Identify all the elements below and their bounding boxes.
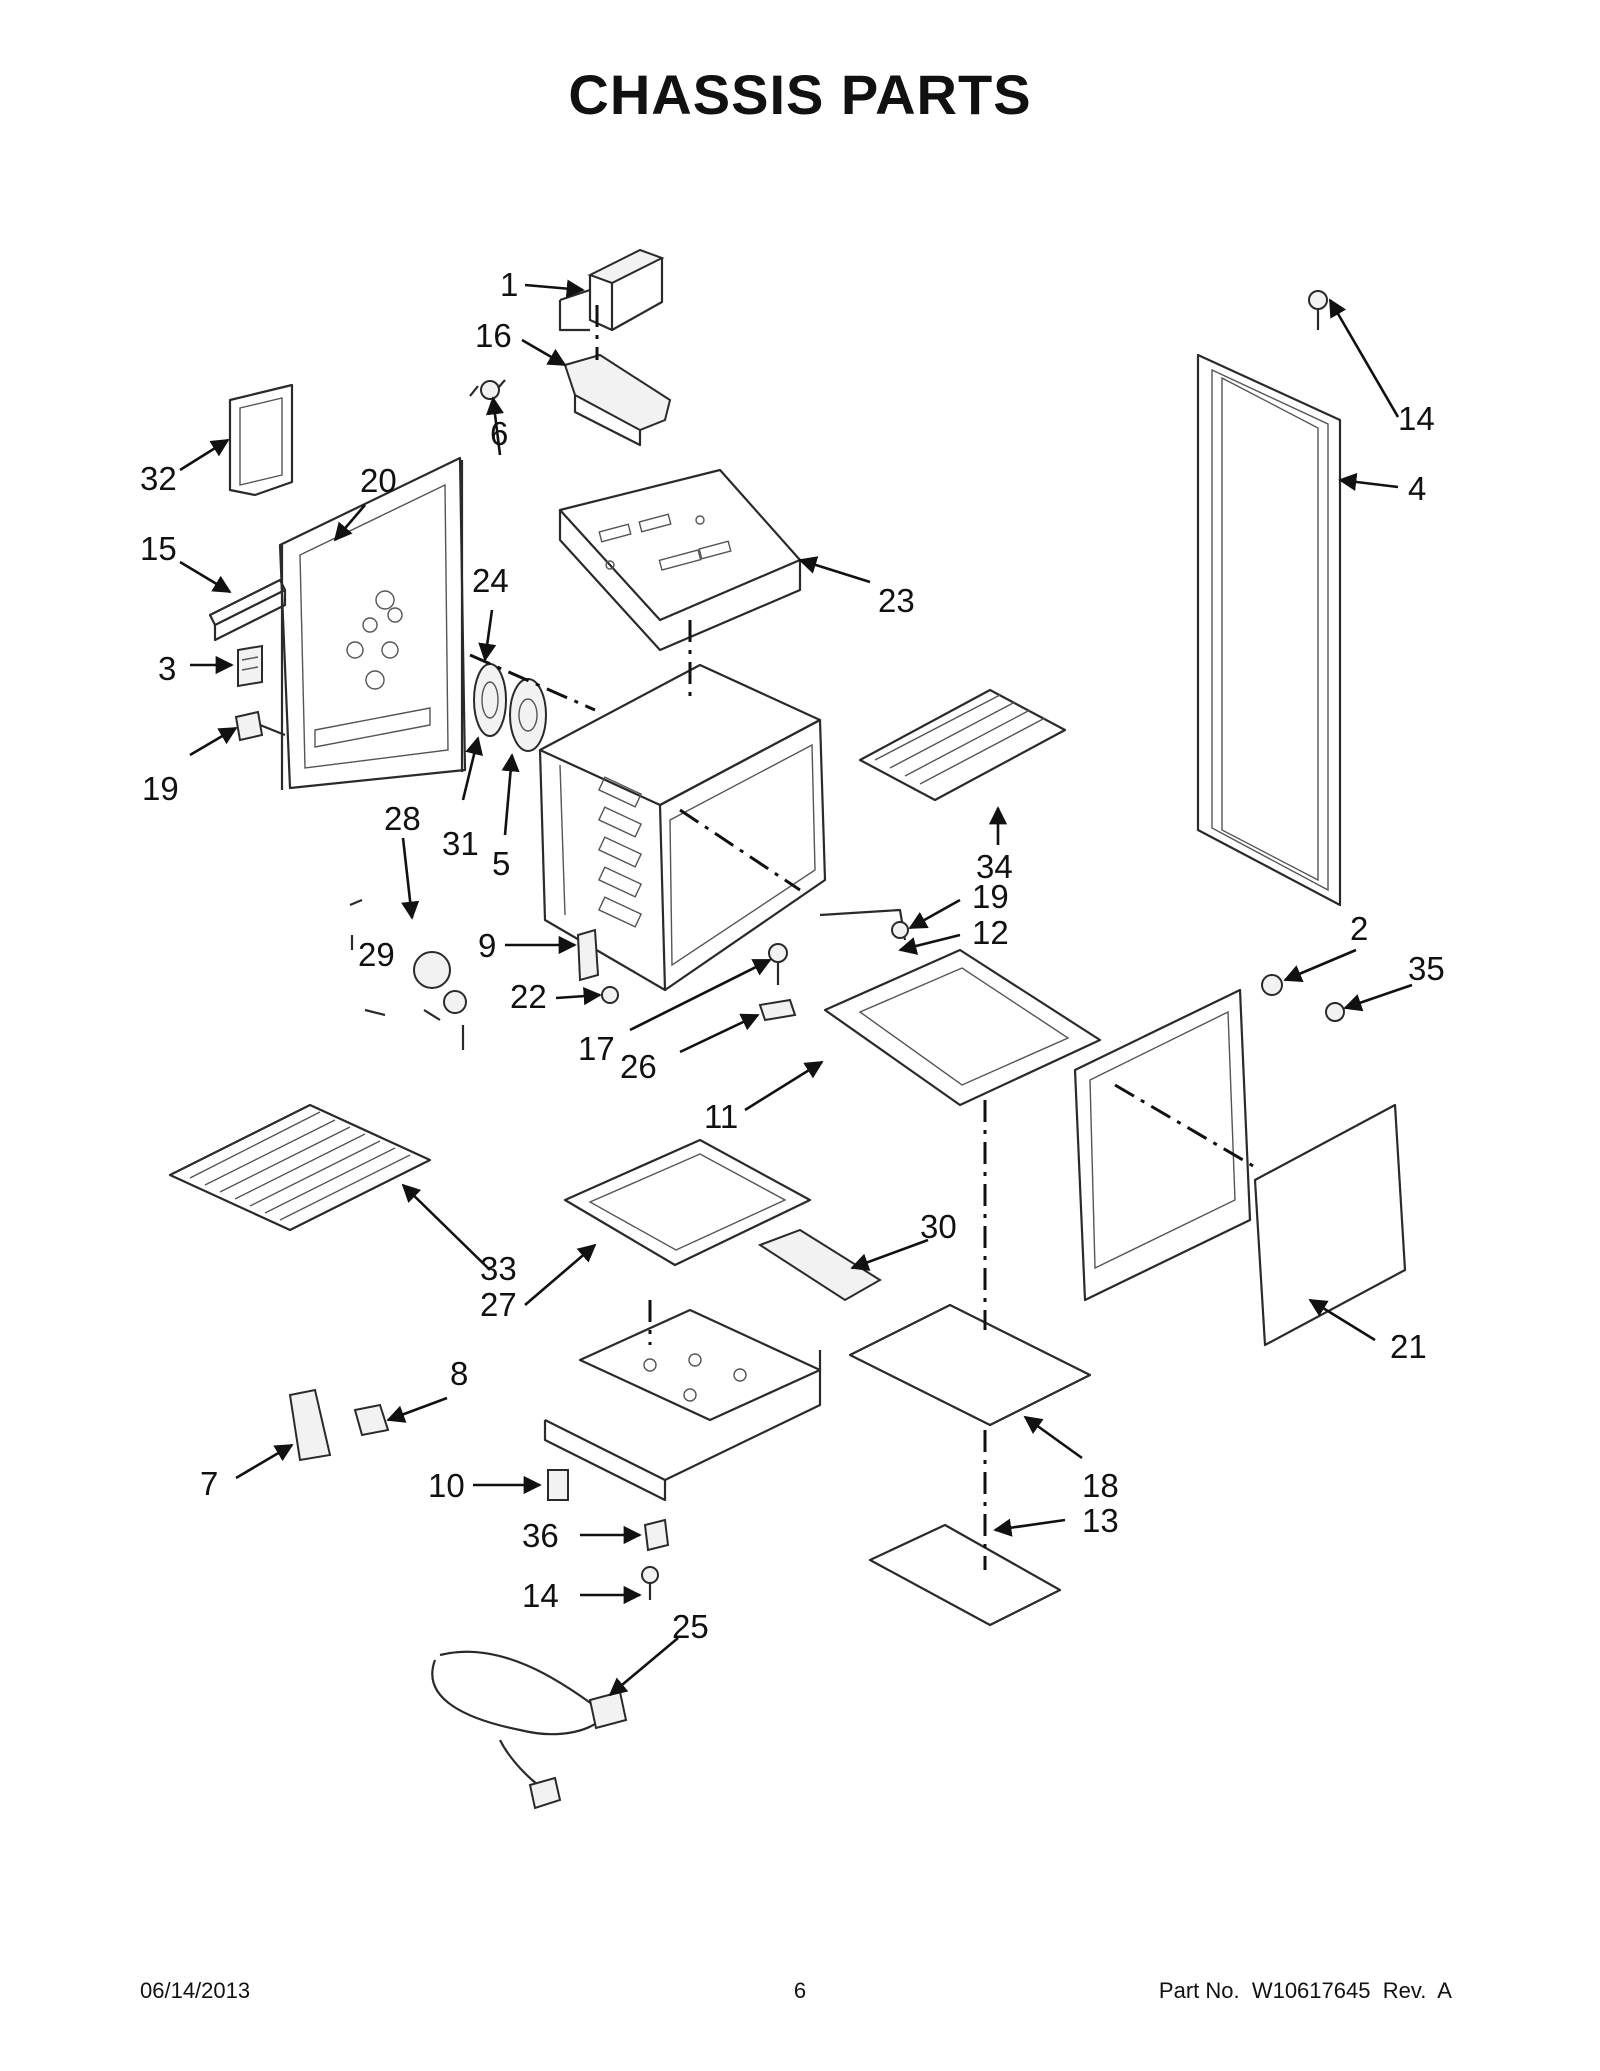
part-30-trim <box>757 1228 882 1302</box>
footer-page-number: 6 <box>793 1978 807 2003</box>
part-32-bracket <box>228 383 294 497</box>
part-6-thermostat <box>469 379 506 400</box>
callout-7: 7 <box>200 1465 218 1502</box>
part-23-top-shield <box>558 468 802 652</box>
callout-24: 24 <box>472 562 509 599</box>
part-21-gasket <box>1253 1103 1407 1347</box>
part-12-element <box>819 908 907 941</box>
callout-8: 8 <box>450 1355 468 1392</box>
part-14-screw-bottom <box>641 1566 659 1600</box>
part-26-bracket <box>758 998 797 1022</box>
callout-18: 18 <box>1082 1467 1119 1504</box>
callout-11: 11 <box>704 1098 738 1135</box>
page-title: CHASSIS PARTS <box>568 63 1032 126</box>
callout-32: 32 <box>140 460 177 497</box>
part-4-door-frame <box>1196 353 1342 907</box>
part-27-lower-shield <box>563 1138 812 1267</box>
callout-14b: 14 <box>522 1577 559 1614</box>
callout-27: 27 <box>480 1286 517 1323</box>
assembly-centerlines <box>469 305 1261 1570</box>
part-29-bulb <box>443 990 467 1014</box>
callout-2: 2 <box>1350 910 1368 947</box>
callout-33: 33 <box>480 1250 517 1287</box>
callout-3: 3 <box>158 650 176 687</box>
part-15-rail <box>208 578 287 642</box>
part-31-fan-motor <box>473 663 507 737</box>
part-33-oven-rack <box>168 1103 432 1232</box>
part-35-screw <box>1325 1002 1345 1022</box>
footer-part-number: Part No. W10617645 Rev. A <box>1158 1978 1452 2003</box>
callout-34: 34 <box>976 848 1013 885</box>
callout-21: 21 <box>1390 1328 1427 1365</box>
callout-5: 5 <box>492 845 510 882</box>
callout-35: 35 <box>1408 950 1445 987</box>
part-20-rear-panel <box>278 456 467 790</box>
callout-14: 14 <box>1398 400 1435 437</box>
part-17-screw <box>768 943 788 985</box>
callout-19: 19 <box>142 770 179 807</box>
part-22-screw <box>601 986 619 1004</box>
part-19-terminal-block-left <box>234 710 286 742</box>
part-7-bracket <box>288 1388 332 1462</box>
part-1-vent-duct <box>558 248 665 332</box>
storage-drawer <box>543 1308 822 1502</box>
part-18-perforated-panel <box>848 1303 1092 1427</box>
part-2-spacer <box>1261 974 1283 996</box>
callout-29: 29 <box>358 936 395 973</box>
callout-13: 13 <box>1082 1502 1119 1539</box>
part-13-drawer-panel <box>868 1523 1062 1627</box>
callout-4: 4 <box>1408 470 1426 507</box>
callout-36: 36 <box>522 1517 559 1554</box>
part-25-power-cord <box>431 1650 628 1810</box>
part-10-leveler <box>547 1469 569 1501</box>
callout-17: 17 <box>578 1030 615 1067</box>
part-8-leveling-leg <box>353 1403 390 1437</box>
door-liner <box>1073 988 1252 1302</box>
part-3-small-bracket <box>237 644 263 688</box>
callout-6: 6 <box>490 415 508 452</box>
part-28-light-assembly <box>349 898 465 1050</box>
callout-labels: 1 16 14 6 32 20 4 15 24 23 3 19 28 31 5 … <box>140 266 1445 1645</box>
callout-10: 10 <box>428 1467 465 1504</box>
callout-15: 15 <box>140 530 177 567</box>
callout-1: 1 <box>500 266 518 303</box>
part-16-vent-baffle <box>563 353 672 447</box>
part-9-bracket <box>576 928 600 982</box>
part-5-fan-blade <box>509 678 547 752</box>
part-36-bracket <box>643 1518 670 1552</box>
callout-9: 9 <box>478 927 496 964</box>
callout-26: 26 <box>620 1048 657 1085</box>
callout-12: 12 <box>972 914 1009 951</box>
callout-30: 30 <box>920 1208 957 1245</box>
callout-28: 28 <box>384 800 421 837</box>
callout-20: 20 <box>360 462 397 499</box>
part-34-rack-small <box>858 688 1067 802</box>
part-19-terminal-right <box>891 921 909 939</box>
footer-date: 06/14/2013 <box>140 1978 251 2003</box>
callout-25: 25 <box>672 1608 709 1645</box>
part-11-bottom-panel <box>823 948 1102 1107</box>
oven-cavity <box>538 663 827 992</box>
callout-19b: 19 <box>972 878 1009 915</box>
leader-lines <box>179 279 1413 1697</box>
callout-22: 22 <box>510 978 547 1015</box>
part-14-screw-top <box>1308 290 1328 330</box>
callout-23: 23 <box>878 582 915 619</box>
callout-31: 31 <box>442 825 479 862</box>
callout-16: 16 <box>475 317 512 354</box>
